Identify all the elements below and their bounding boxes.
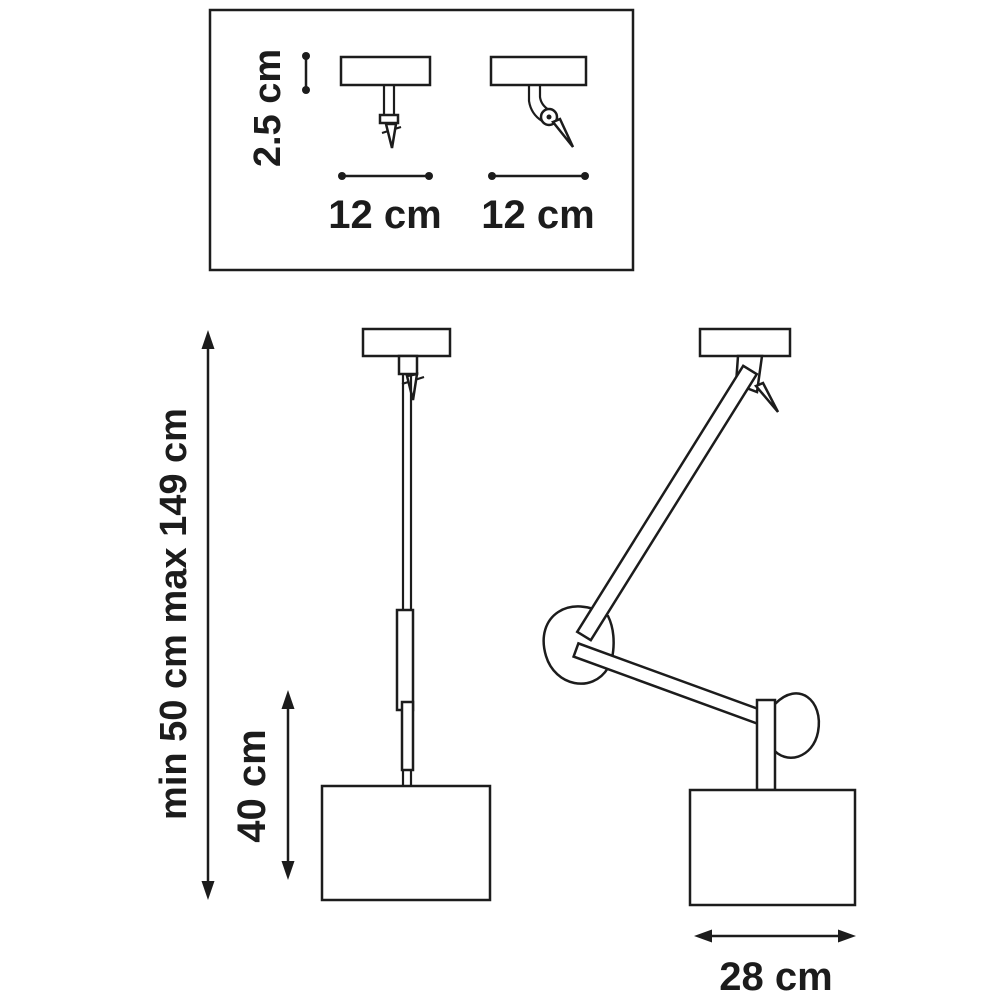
- canopy-angled: [489, 55, 588, 148]
- arrowhead-up: [201, 330, 215, 349]
- arrowhead-down: [201, 881, 215, 900]
- canopy-angled-width-dimension: 12 cm: [481, 172, 595, 237]
- lower-arm: [571, 641, 773, 729]
- ceiling-plate: [698, 327, 792, 358]
- arrowhead-right: [838, 929, 856, 943]
- telescopic-sleeve-lower: [400, 700, 415, 772]
- ceiling-plate: [361, 327, 452, 358]
- elbow-pin: [546, 114, 552, 120]
- wing-screw: [550, 117, 575, 148]
- arrowhead-up: [281, 690, 295, 709]
- hook-ear: [771, 692, 821, 759]
- canopy-plate: [339, 55, 432, 87]
- lamp-shade-side: [688, 788, 857, 907]
- overall-height-dimension: min 50 cm max 149 cm: [153, 330, 215, 900]
- canopy-elbow-inner: [538, 85, 550, 111]
- shade-width-dimension: 28 cm: [694, 929, 856, 999]
- telescopic-sleeve-upper: [395, 608, 415, 712]
- plate-thickness-dimension: 2.5 cm: [247, 49, 310, 167]
- canopy-straight-width-dimension: 12 cm: [328, 172, 442, 237]
- label-shade-width: 28 cm: [719, 955, 832, 999]
- canopy-plate: [489, 55, 588, 87]
- canopy-straight: [339, 55, 432, 149]
- lamp-side-view: [542, 327, 857, 907]
- wing-screw: [384, 122, 398, 149]
- label-canopy-width-angled: 12 cm: [481, 193, 594, 237]
- upper-arm: [575, 364, 759, 642]
- wing-screw: [753, 381, 780, 413]
- label-overall-height: min 50 cm max 149 cm: [153, 408, 195, 820]
- arrowhead-down: [281, 861, 295, 880]
- shade-holder: [755, 698, 777, 792]
- label-shade-drop: 40 cm: [230, 729, 274, 842]
- canopy-detail-box: 2.5 cm 12 cm: [208, 8, 635, 272]
- canopy-collar: [378, 113, 400, 125]
- label-canopy-width-straight: 12 cm: [328, 193, 441, 237]
- arrowhead-left: [694, 929, 712, 943]
- lamp-shade-front: [320, 784, 492, 902]
- lamp-front-view: [320, 327, 492, 902]
- rod-mount: [397, 354, 419, 376]
- canopy-elbow-outer: [527, 85, 543, 122]
- detail-box-border: [208, 8, 635, 272]
- shade-drop-dimension: 40 cm: [230, 690, 295, 880]
- label-plate-thickness: 2.5 cm: [247, 49, 289, 167]
